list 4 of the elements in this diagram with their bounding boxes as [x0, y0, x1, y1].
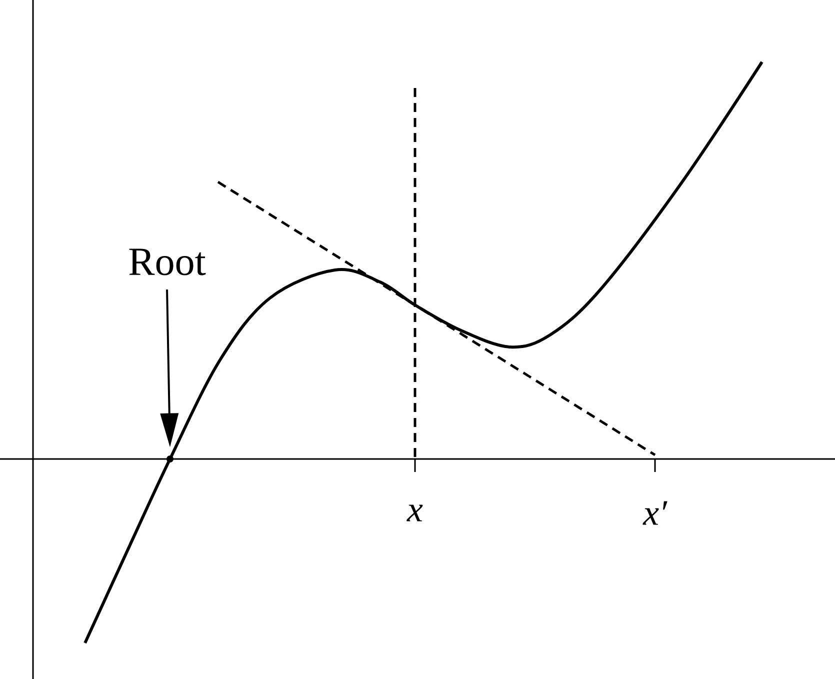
root-label: Root	[129, 248, 206, 276]
root-point	[166, 456, 174, 462]
axis-label: x	[406, 504, 423, 522]
axis-label: x′	[642, 501, 668, 525]
